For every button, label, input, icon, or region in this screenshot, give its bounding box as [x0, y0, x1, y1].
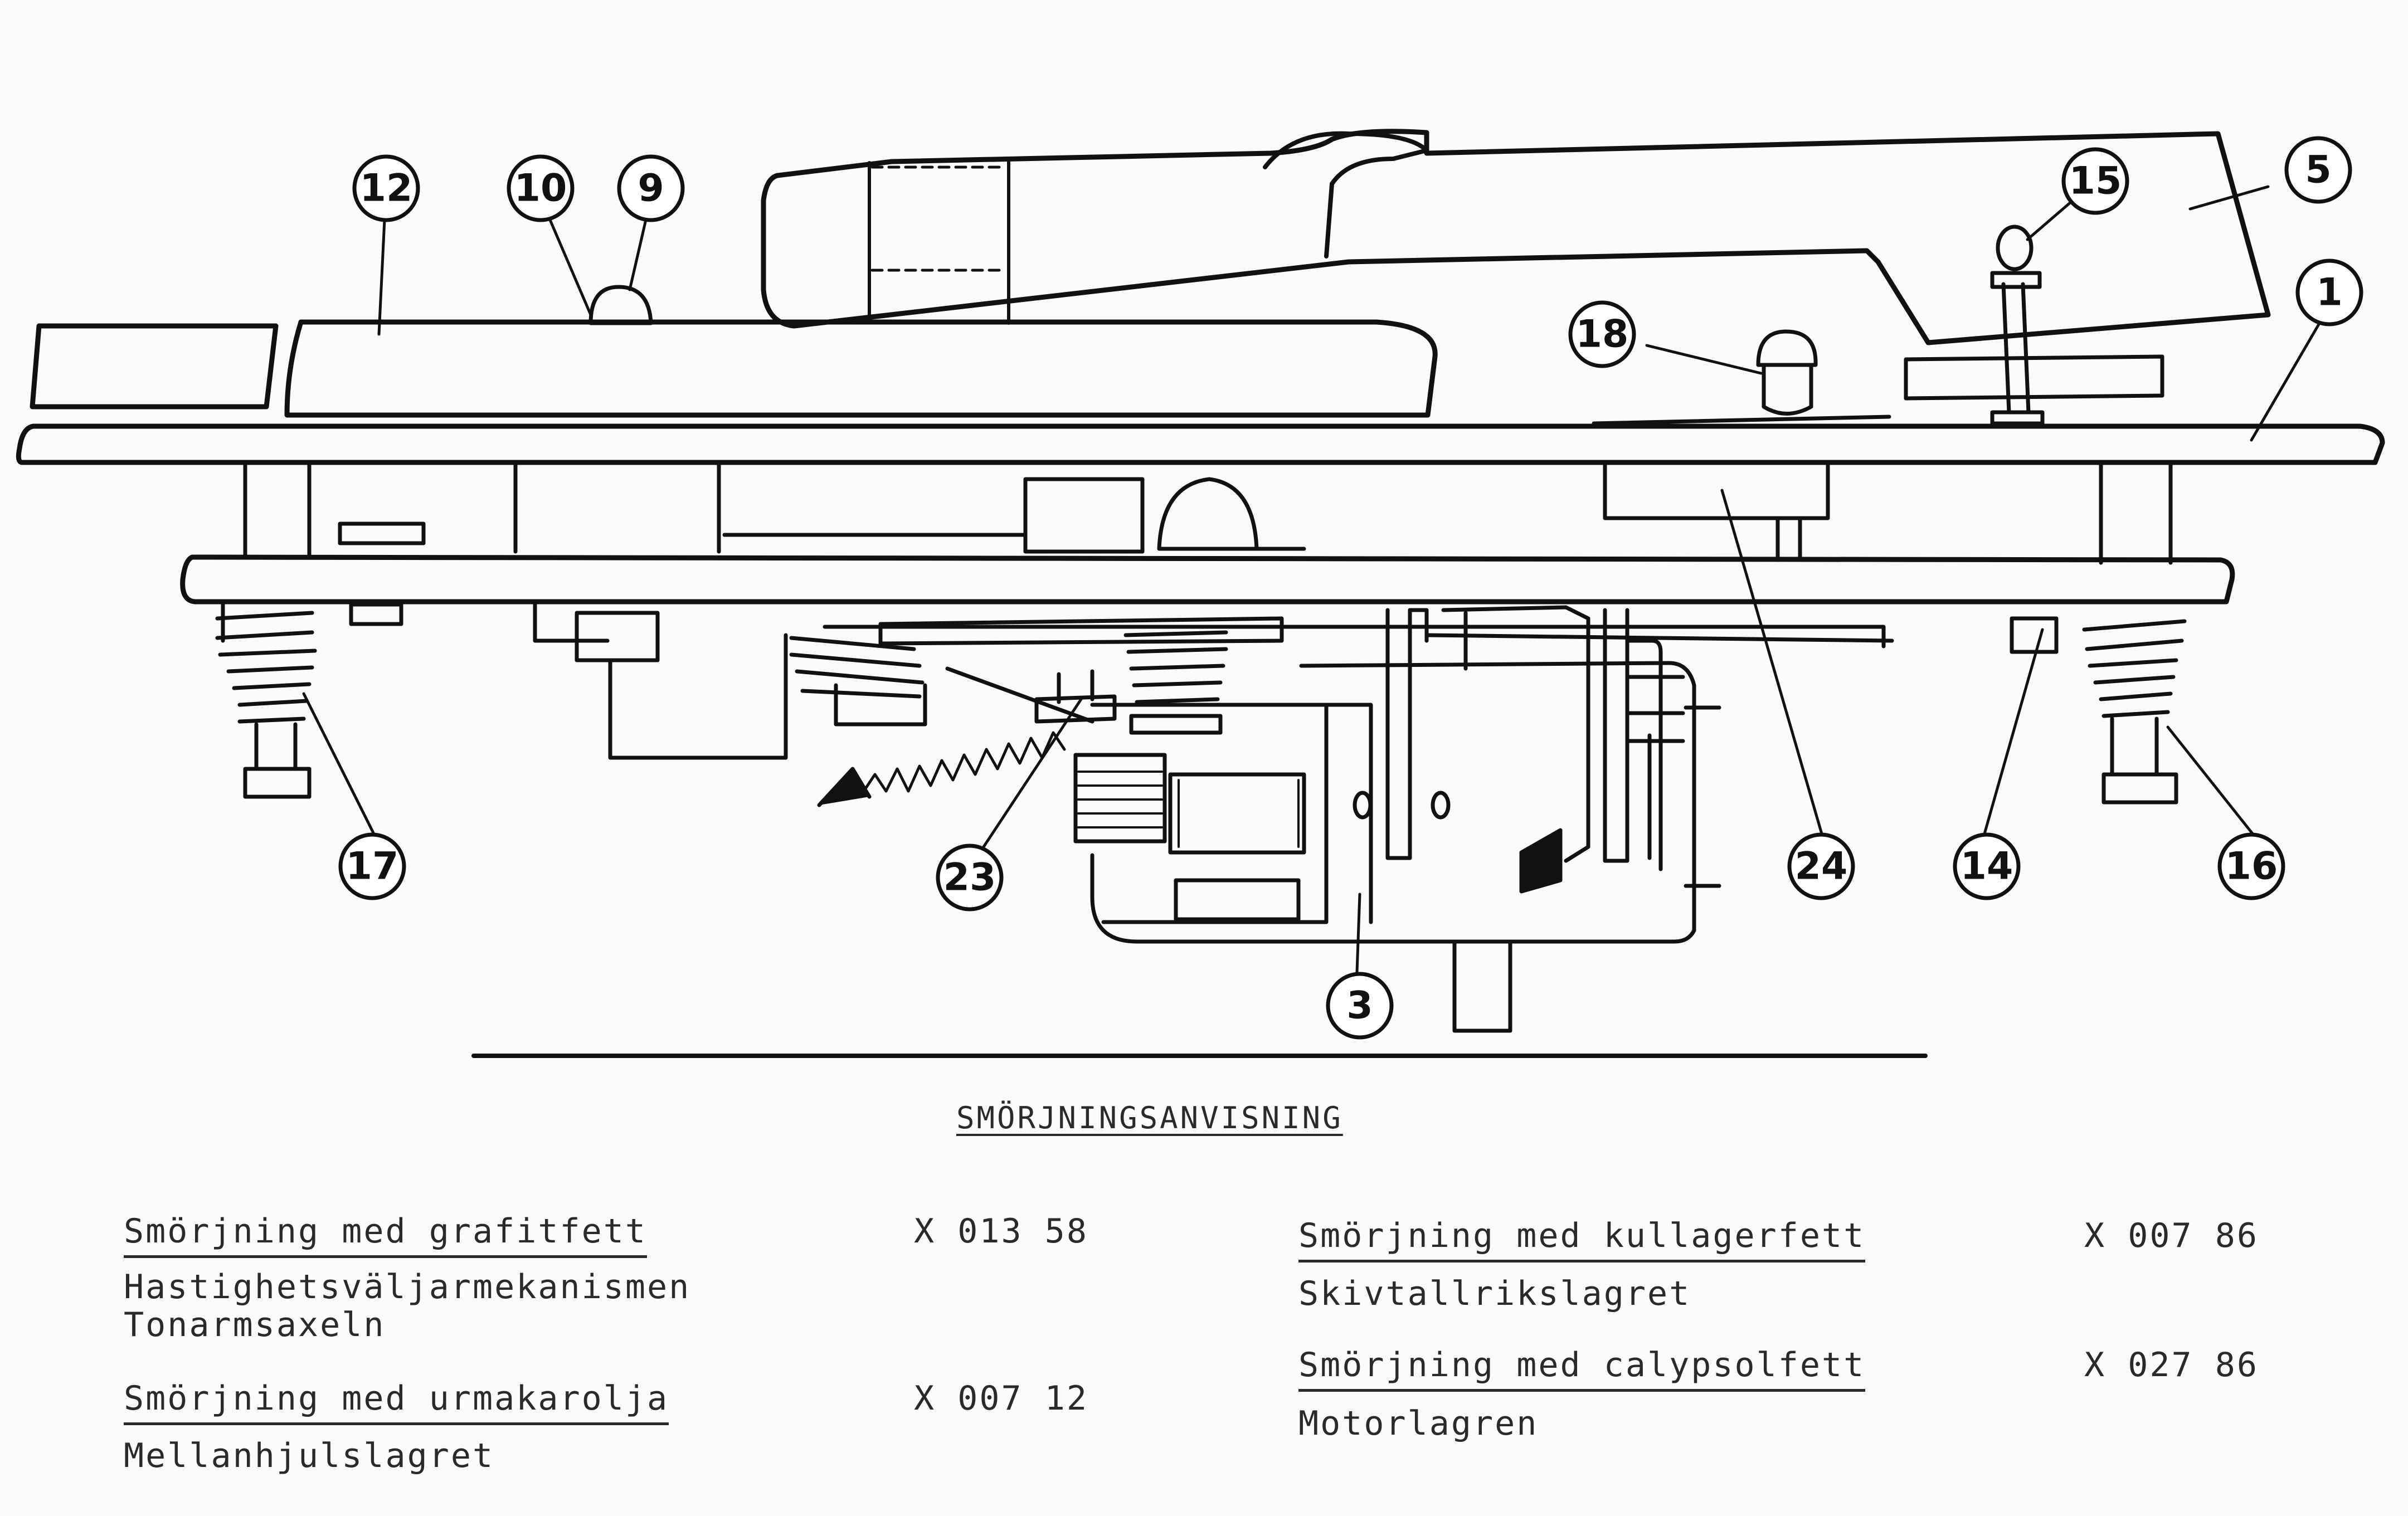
motor-frame [1090, 661, 1696, 944]
lubrication-part-motor-bearings: Motorlagren [1298, 1404, 1539, 1443]
idler-spring-left [789, 636, 925, 699]
callout-9 [617, 154, 685, 222]
tonearm-body [761, 129, 2271, 345]
callout-label-15: 15 [2069, 159, 2122, 203]
lubrication-heading-watch-oil: Smörjning med urmakarolja [124, 1379, 669, 1425]
lower-box [608, 633, 788, 760]
idler-dome [1157, 477, 1259, 551]
lubrication-heading-ball-bearing: Smörjning med kullagerfett [1298, 1216, 1866, 1262]
lubrication-part-speed-selector: Hastighetsväljarmekanismen [124, 1268, 691, 1307]
tonearm-finger-lift [1263, 131, 1429, 259]
callout-17 [338, 832, 406, 900]
callout-label-23: 23 [943, 856, 996, 900]
callout-5 [2284, 136, 2352, 204]
callout-15 [2061, 147, 2129, 215]
lubrication-code-graphite: X 013 58 [914, 1212, 1088, 1251]
cue-button [588, 285, 653, 325]
callout-label-24: 24 [1795, 845, 1848, 889]
top-plate [16, 423, 2385, 465]
right-post [2099, 460, 2173, 565]
callout-18 [1568, 300, 1636, 368]
motor-housing [1090, 703, 1329, 924]
drive-wheel [878, 616, 1284, 646]
lubrication-code-ball-bearing: X 007 86 [2084, 1216, 2259, 1255]
lubrication-part-idler-bearing: Mellanhjulslagret [124, 1436, 495, 1475]
callout-label-16: 16 [2225, 845, 2278, 889]
arm-rest-pillar [2001, 282, 2031, 415]
lubrication-heading-graphite: Smörjning med grafitfett [124, 1212, 647, 1258]
leader-lines [302, 185, 2323, 974]
callout-10 [507, 154, 575, 222]
callout-label-9: 9 [638, 167, 664, 211]
callout-3 [1326, 972, 1394, 1040]
callout-24 [1787, 832, 1855, 900]
speed-knob-cap [1756, 329, 1818, 367]
switch-blade [1519, 828, 1563, 894]
sheet-title: SMÖRJNINGSANVISNING [956, 1100, 1343, 1135]
speed-knob-stem [1762, 363, 1813, 416]
callout-label-1: 1 [2316, 271, 2342, 315]
motor-shaft [1452, 939, 1512, 1033]
lid-front-part [30, 323, 279, 410]
tension-spring [862, 731, 1066, 793]
callout-12 [352, 154, 420, 222]
idler-block [1023, 477, 1145, 554]
callout-label-10: 10 [514, 167, 567, 211]
speed-knob-plate [1592, 415, 1891, 426]
lubrication-code-calypsol: X 027 86 [2084, 1346, 2259, 1385]
motor-screw-hole-b [1431, 791, 1451, 820]
lubrication-part-platter-bearing: Skivtallrikslagret [1298, 1274, 1691, 1313]
arm-rest-knob [1996, 225, 2034, 271]
lubrication-part-tonearm-axle: Tonarmsaxeln [124, 1305, 386, 1344]
callout-23 [936, 844, 1004, 911]
callout-label-14: 14 [1961, 845, 2013, 889]
callout-label-3: 3 [1346, 984, 1373, 1028]
idler-spring-right [1123, 630, 1228, 704]
callouts [338, 136, 2363, 1040]
callout-label-5: 5 [2305, 148, 2331, 192]
arm-rest-base [1990, 410, 2045, 426]
lubrication-code-watch-oil: X 007 12 [914, 1379, 1088, 1418]
motor-coil [1073, 753, 1167, 844]
bearing-housing [1603, 460, 1830, 520]
right-spring [2082, 619, 2187, 805]
callout-14 [1953, 832, 2021, 900]
sub-plate [180, 554, 2235, 605]
callout-label-17: 17 [346, 845, 399, 889]
callout-16 [2217, 832, 2285, 900]
callout-1 [2295, 259, 2363, 326]
platter [284, 319, 1438, 418]
left-spring [215, 602, 317, 799]
arm-rest-plate [1904, 354, 2164, 401]
left-post [243, 460, 312, 557]
motor-screw-hole-a [1353, 791, 1373, 820]
callout-label-18: 18 [1576, 313, 1629, 357]
lubrication-heading-calypsol: Smörjning med calypsolfett [1298, 1346, 1866, 1392]
callout-label-12: 12 [360, 167, 413, 211]
